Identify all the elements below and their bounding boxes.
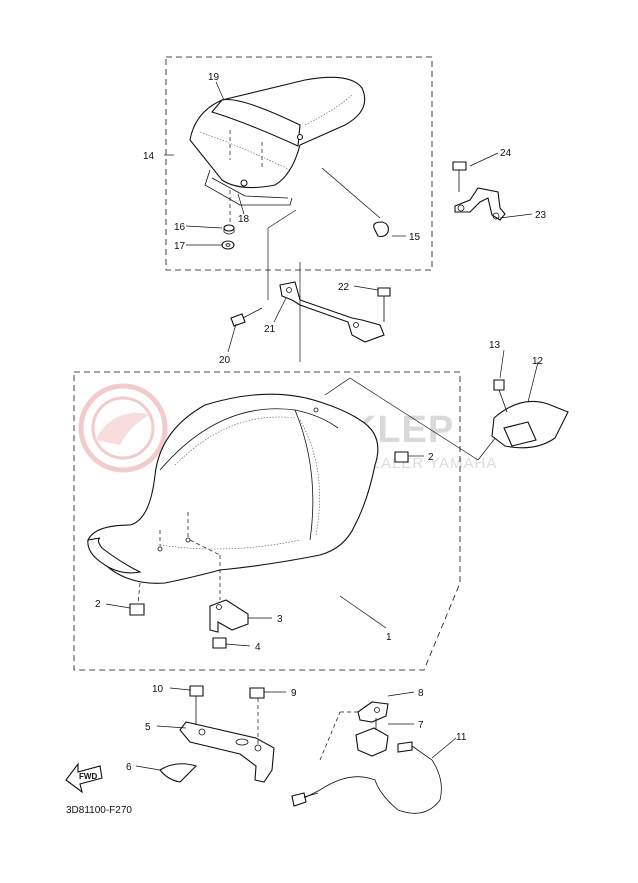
cap-6 [159, 763, 198, 783]
lock-7 [355, 718, 389, 757]
seat-lock-cover-12 [491, 400, 569, 449]
rear-seat [189, 76, 366, 206]
label-22: 22 [338, 282, 350, 293]
label-2-b: 2 [95, 599, 101, 610]
label-23: 23 [535, 210, 547, 221]
label-16: 16 [174, 222, 186, 233]
label-24: 24 [500, 148, 512, 159]
label-13: 13 [489, 340, 501, 351]
assembly-box-14 [165, 56, 433, 271]
bolt-24 [452, 161, 467, 192]
damper-15 [373, 221, 389, 238]
cable-guide-8 [357, 701, 389, 723]
label-5: 5 [145, 722, 151, 733]
nut-4 [212, 637, 227, 649]
label-4: 4 [255, 642, 261, 653]
bolt-13 [493, 379, 508, 413]
bracket-3 [209, 599, 249, 633]
label-10: 10 [152, 684, 164, 695]
bracket-23 [454, 187, 506, 221]
bolt-20 [230, 307, 263, 327]
label-6: 6 [126, 762, 132, 773]
assembly-box-1 [73, 371, 461, 671]
label-18: 18 [238, 214, 250, 225]
fwd-arrow-icon: FWD [65, 762, 103, 794]
label-2-a: 2 [428, 452, 434, 463]
label-7: 7 [418, 720, 424, 731]
label-14: 14 [143, 151, 155, 162]
callout-labels: 1 2 2 3 4 5 6 7 8 9 10 11 12 13 14 15 16… [95, 72, 547, 773]
cable-11 [291, 741, 442, 814]
watermark-logo-icon [78, 383, 168, 473]
label-12: 12 [532, 356, 544, 367]
nut-2-b [129, 603, 145, 616]
label-17: 17 [174, 241, 186, 252]
label-3: 3 [277, 614, 283, 625]
label-20: 20 [219, 355, 231, 366]
label-21: 21 [264, 324, 276, 335]
bracket-21 [279, 281, 385, 343]
diagram-code: 3D81100-F270 [66, 805, 132, 816]
label-9: 9 [291, 688, 297, 699]
lock-bracket-5 [179, 721, 275, 783]
label-11: 11 [456, 732, 467, 743]
washer-17 [221, 240, 235, 250]
nut-2-a [394, 451, 409, 463]
fwd-label: FWD [79, 772, 97, 781]
nut-16 [223, 224, 235, 235]
label-19: 19 [208, 72, 220, 83]
label-15: 15 [409, 232, 421, 243]
leader-lines [105, 81, 539, 771]
label-1: 1 [386, 632, 392, 643]
nut-9 [249, 687, 265, 699]
bolt-10 [189, 685, 204, 725]
label-8: 8 [418, 688, 424, 699]
bolt-22 [377, 287, 391, 322]
main-seat [87, 393, 379, 584]
